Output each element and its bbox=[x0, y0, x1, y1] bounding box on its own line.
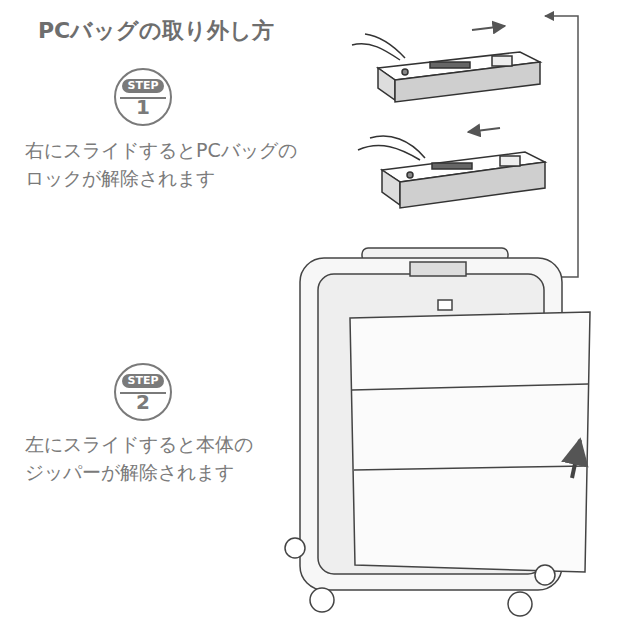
step-tag: STEP bbox=[122, 374, 163, 388]
lock-closeup bbox=[352, 34, 540, 102]
open-arrow bbox=[572, 440, 580, 478]
leader-line bbox=[500, 16, 578, 277]
slide-arrow bbox=[472, 26, 505, 30]
step-tag: STEP bbox=[122, 79, 163, 93]
step-description: 左にスライドすると本体のジッパーが解除されます bbox=[25, 430, 270, 486]
step-badge: STEP 2 bbox=[114, 363, 172, 421]
page-title: PCバッグの取り外し方 bbox=[38, 16, 274, 46]
step-number: 1 bbox=[116, 96, 170, 118]
lock-closeup bbox=[358, 136, 545, 208]
step-badge: STEP 1 bbox=[114, 68, 172, 126]
step-description: 右にスライドするとPCバッグのロックが解除されます bbox=[25, 136, 307, 192]
suitcase bbox=[285, 248, 590, 616]
step-number: 2 bbox=[116, 391, 170, 413]
slide-arrow bbox=[468, 128, 500, 132]
